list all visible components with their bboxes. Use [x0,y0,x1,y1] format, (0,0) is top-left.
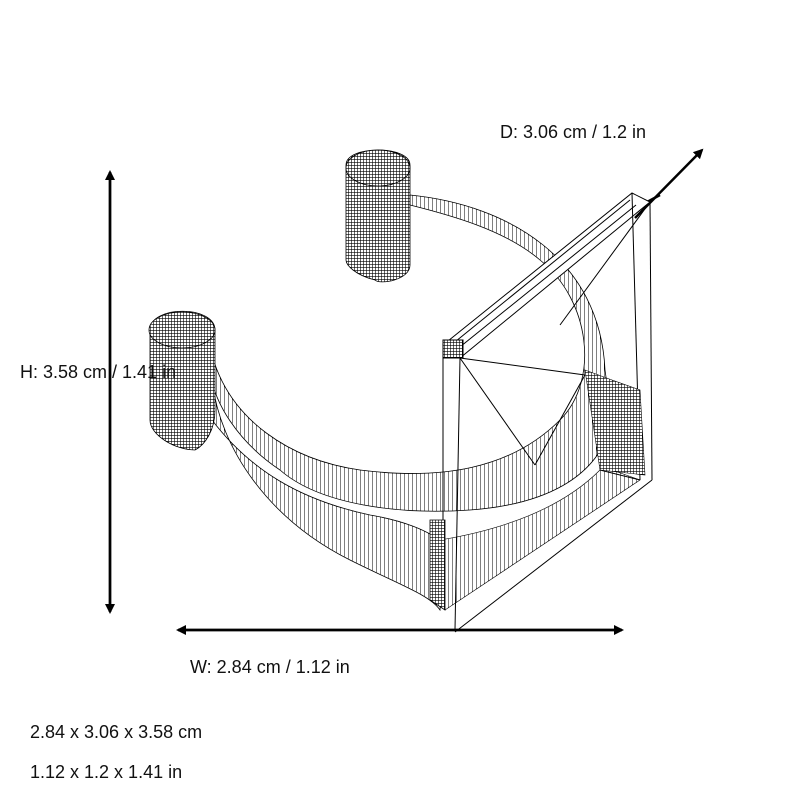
clip-ring-band [211,194,613,512]
mount-bracket [442,192,653,633]
height-label: H: 3.58 cm / 1.41 in [20,362,177,382]
depth-label: D: 3.06 cm / 1.2 in [500,122,647,142]
width-label: W: 2.84 cm / 1.12 in [190,657,350,677]
dimensions-summary-in: 1.12 x 1.2 x 1.41 in [30,762,183,782]
wireframe-model [148,149,653,633]
dimensions-summary-cm: 2.84 x 3.06 x 3.58 cm [30,722,203,742]
